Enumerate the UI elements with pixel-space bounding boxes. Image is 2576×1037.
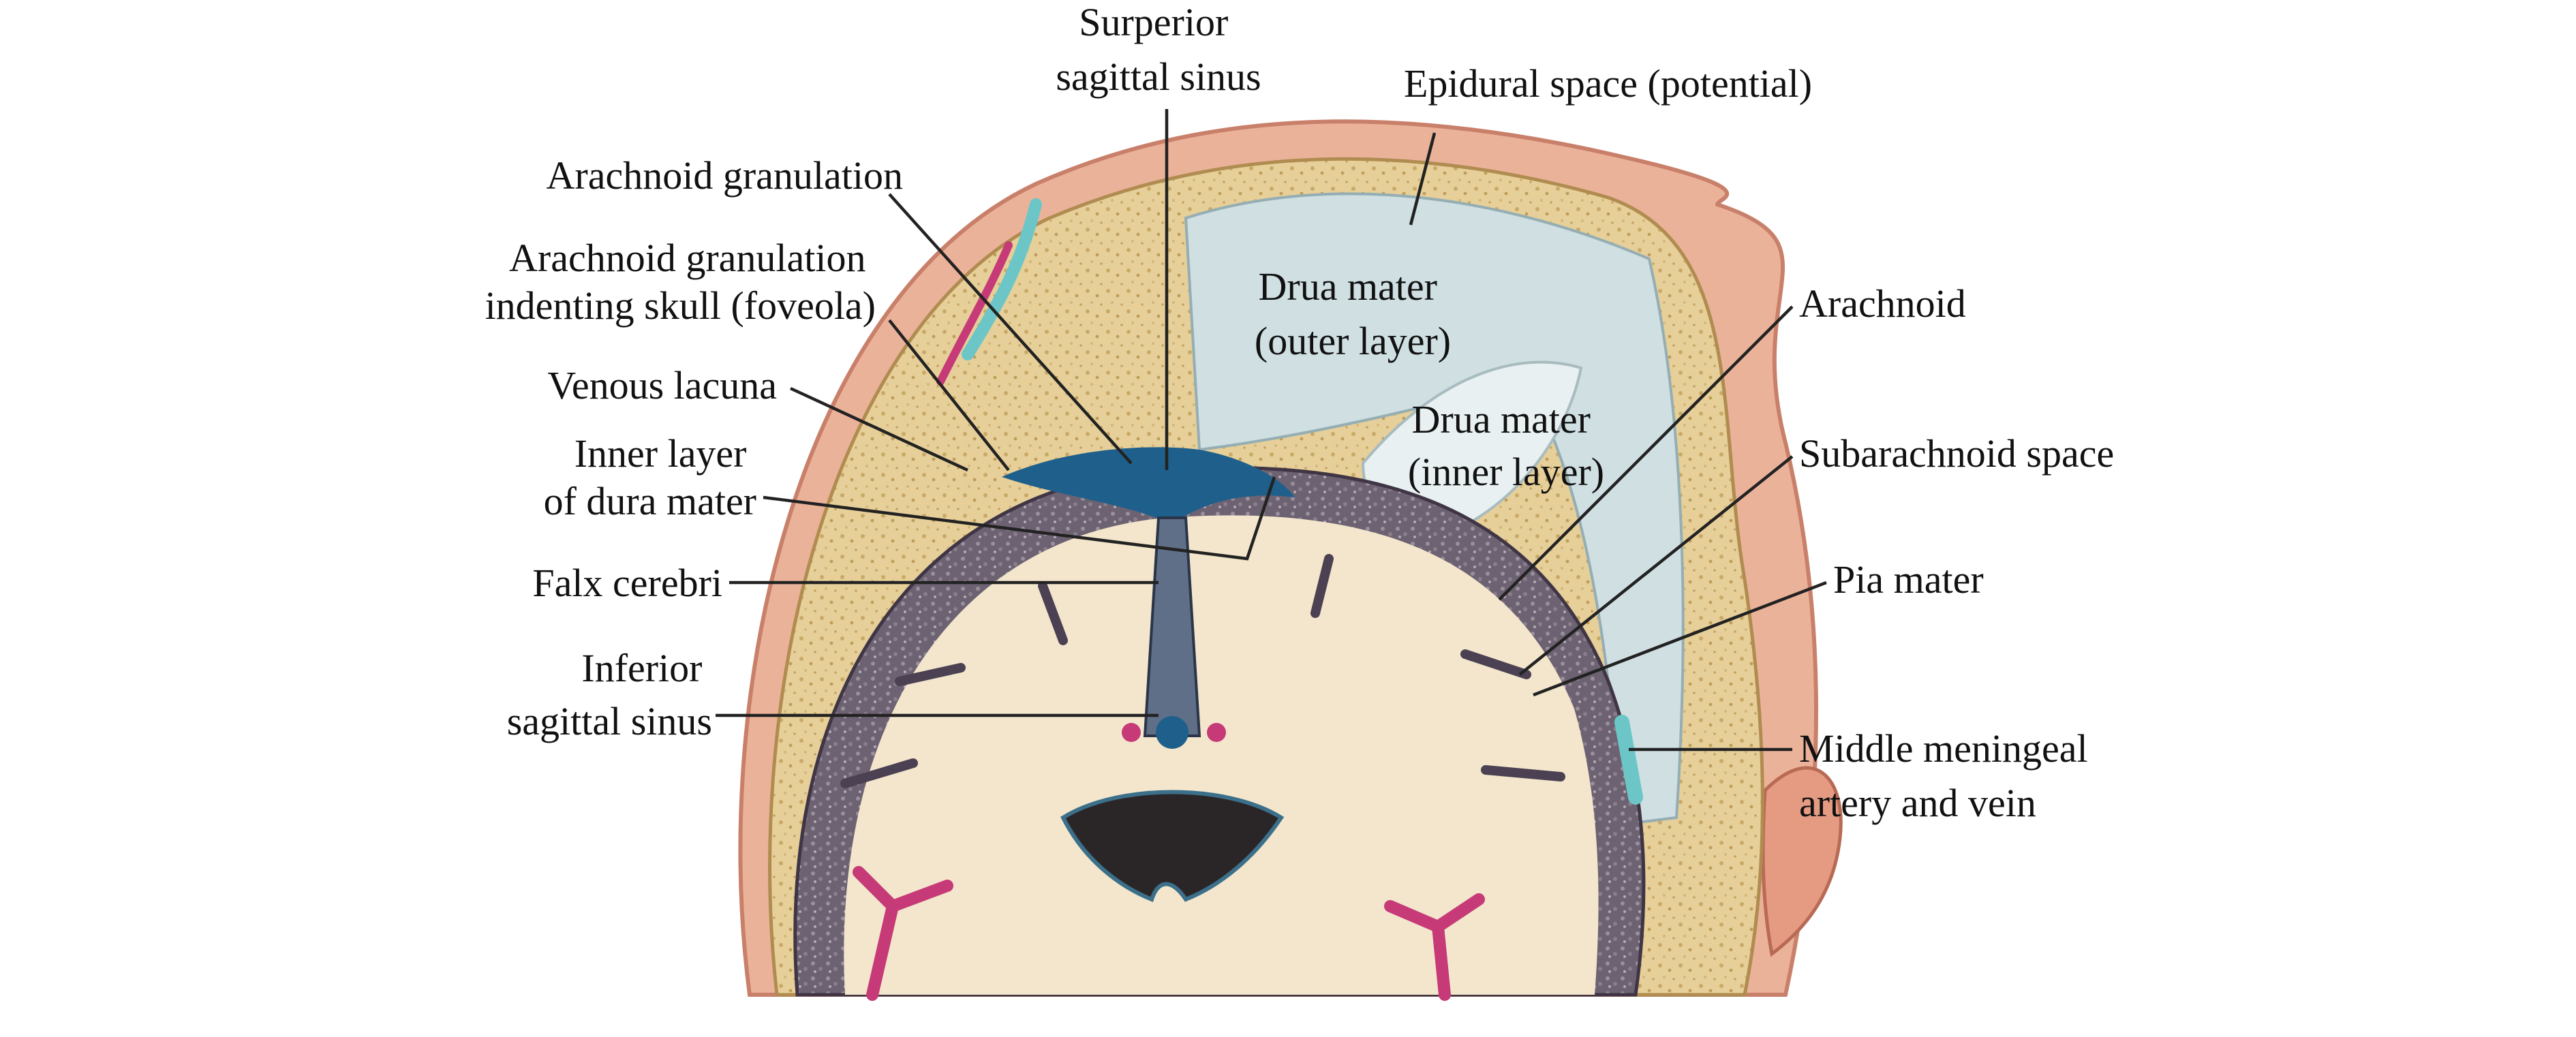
sulcus <box>895 663 966 686</box>
sinus-artery-dot <box>1122 723 1141 742</box>
leader-pia-mater <box>1533 581 1827 697</box>
label-arachnoid: Arachnoid <box>1799 281 1966 326</box>
label-dura-outer: Drua mater (outer layer) <box>1255 264 1451 363</box>
label-middle-meningeal: Middle meningeal artery and vein <box>1799 726 2098 825</box>
lateral-ventricle <box>1060 790 1285 902</box>
label-inner-layer-dura: Inner layer of dura mater <box>544 431 756 523</box>
label-falx-cerebri: Falx cerebri <box>532 561 722 605</box>
superior-sagittal-sinus <box>1002 447 1295 525</box>
inferior-sagittal-sinus <box>1156 716 1189 749</box>
label-inferior-sagittal-sinus: Inferior sagittal sinus <box>507 646 712 743</box>
scalp-vein <box>962 198 1042 360</box>
label-epidural-space: Epidural space (potential) <box>1404 61 1812 106</box>
cortical-artery <box>853 866 953 1001</box>
leader-arachnoid <box>1498 305 1794 601</box>
leader-arachnoid-granulation <box>888 193 1133 465</box>
sulcus <box>1038 581 1068 645</box>
sinus-artery-dot <box>1207 723 1226 742</box>
label-arachnoid-granulation: Arachnoid granulation <box>547 153 903 198</box>
leader-arachnoid-granulation-foveola <box>888 319 1010 471</box>
labels: Surperior sagittal sinus Epidural space … <box>485 0 2115 825</box>
label-subarachnoid-space: Subarachnoid space <box>1799 431 2114 476</box>
head-section <box>738 119 1843 1001</box>
sulcus <box>1460 649 1531 679</box>
label-superior-sagittal-sinus: Surperior sagittal sinus <box>1056 0 1261 99</box>
leader-subarachnoid-space <box>1518 455 1794 676</box>
leader-lines <box>716 109 1827 752</box>
middle-meningeal-vessel <box>1614 715 1643 805</box>
sulcus <box>840 758 918 788</box>
sulcus <box>1481 765 1565 781</box>
label-pia-mater: Pia mater <box>1833 557 1984 602</box>
falx-cerebri <box>1143 516 1201 737</box>
leader-venous-lacuna <box>790 386 968 472</box>
label-arachnoid-granulation-foveola: Arachnoid granulation indenting skull (f… <box>485 236 876 328</box>
scalp-artery <box>936 241 1013 386</box>
cortical-artery <box>1384 893 1485 1001</box>
label-venous-lacuna: Venous lacuna <box>547 363 777 407</box>
leader-inner-layer-dura <box>763 476 1276 561</box>
sulcus <box>1310 554 1334 618</box>
label-dura-inner: Drua mater (inner layer) <box>1408 397 1604 494</box>
white-matter <box>844 515 1599 995</box>
leader-epidural-space <box>1409 132 1437 226</box>
ear <box>1761 766 1843 957</box>
